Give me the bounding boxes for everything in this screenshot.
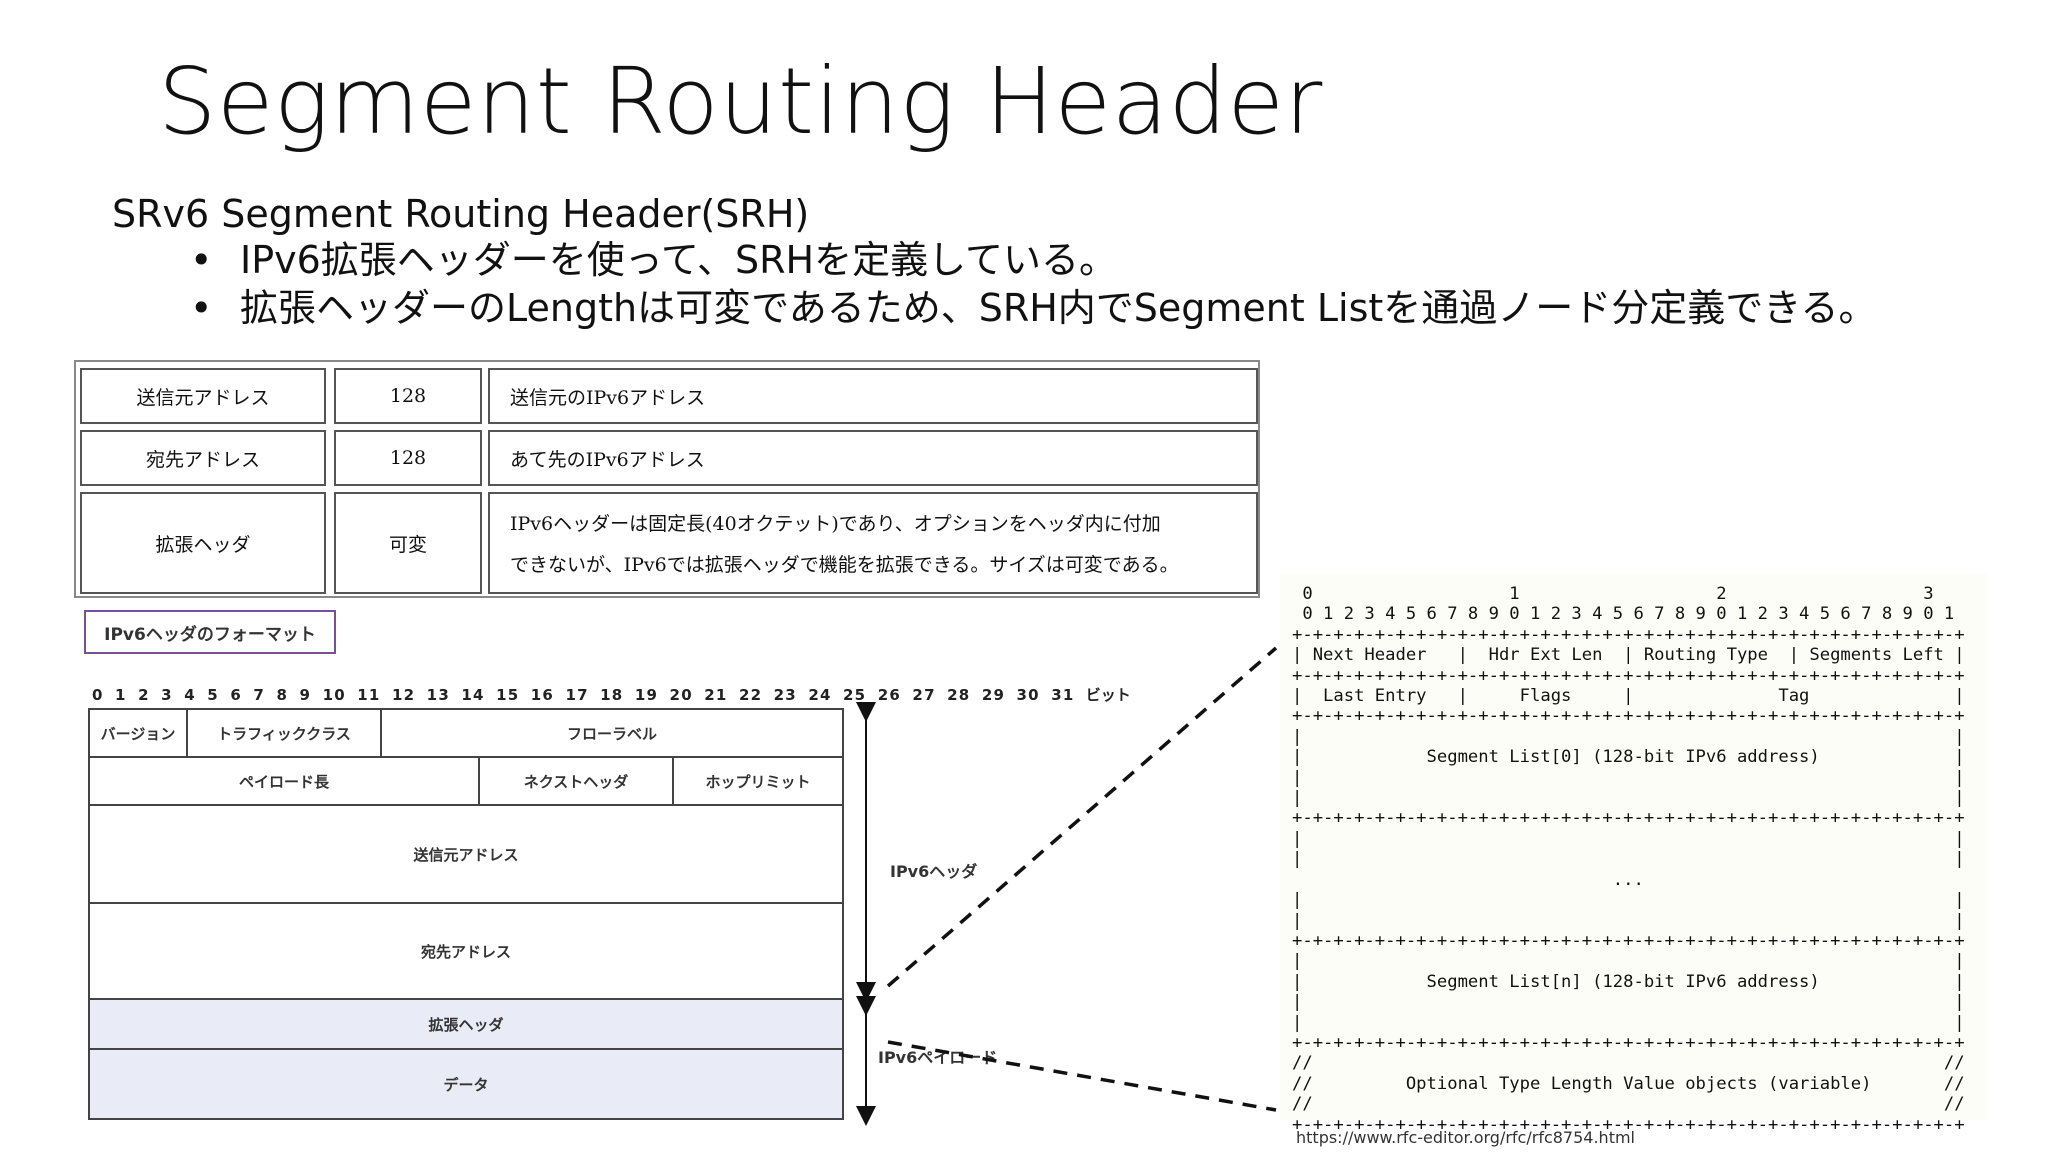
table-row: 送信元アドレス 128 送信元のIPv6アドレス — [76, 368, 1258, 424]
table-row: 拡張ヘッダ 可変 IPv6ヘッダーは固定長(40オクテット)であり、オプションを… — [76, 492, 1258, 594]
srh-format-diagram: 0 1 2 3 0 1 2 3 4 5 6 7 8 9 0 1 2 3 4 5 … — [1280, 574, 1988, 1135]
ipv6-format-label: IPv6ヘッダのフォーマット — [84, 610, 336, 654]
field-traffic-class: トラフィッククラス — [186, 708, 382, 758]
field-hop-limit: ホップリミット — [672, 756, 844, 806]
ipv6-header-label: IPv6ヘッダ — [890, 862, 978, 881]
table-cell-desc: あて先のIPv6アドレス — [488, 430, 1258, 486]
field-version: バージョン — [88, 708, 188, 758]
field-source-address: 送信元アドレス — [88, 804, 844, 904]
field-next-header: ネクストヘッダ — [478, 756, 674, 806]
table-cell-name: 拡張ヘッダ — [80, 492, 326, 594]
bullet-item: IPv6拡張ヘッダーを使って、SRHを定義している。 — [190, 236, 1877, 284]
table-cell-desc: IPv6ヘッダーは固定長(40オクテット)であり、オプションをヘッダ内に付加 で… — [488, 492, 1258, 594]
bullet-list: IPv6拡張ヘッダーを使って、SRHを定義している。 拡張ヘッダーのLength… — [190, 236, 1877, 332]
table-row: 宛先アドレス 128 あて先のIPv6アドレス — [76, 430, 1258, 486]
table-cell-name: 宛先アドレス — [80, 430, 326, 486]
bit-numbers: 0 1 2 3 4 5 6 7 8 9 10 11 12 13 14 15 16… — [92, 686, 1075, 704]
table-cell-name: 送信元アドレス — [80, 368, 326, 424]
srh-ascii-art: 0 1 2 3 0 1 2 3 4 5 6 7 8 9 0 1 2 3 4 5 … — [1292, 584, 1965, 1135]
table-cell-bits: 128 — [334, 430, 482, 486]
table-cell-desc: 送信元のIPv6アドレス — [488, 368, 1258, 424]
ipv6-payload-label: IPv6ペイロード — [878, 1048, 998, 1067]
field-payload-length: ペイロード長 — [88, 756, 480, 806]
table-cell-bits: 128 — [334, 368, 482, 424]
desc-line: できないが、IPv6では拡張ヘッダで機能を拡張できる。サイズは可変である。 — [510, 554, 1179, 576]
desc-line: IPv6ヘッダーは固定長(40オクテット)であり、オプションをヘッダ内に付加 — [510, 513, 1161, 535]
field-extension-header: 拡張ヘッダ — [88, 998, 844, 1050]
field-data: データ — [88, 1048, 844, 1120]
bit-index-row: 0 1 2 3 4 5 6 7 8 9 10 11 12 13 14 15 16… — [92, 684, 1131, 705]
bullet-item: 拡張ヘッダーのLengthは可変であるため、SRH内でSegment Listを… — [190, 284, 1877, 332]
source-url: https://www.rfc-editor.org/rfc/rfc8754.h… — [1296, 1128, 1635, 1147]
slide-title: Segment Routing Header — [158, 48, 1323, 155]
table-cell-bits: 可変 — [334, 492, 482, 594]
bit-unit: ビット — [1085, 686, 1131, 704]
field-destination-address: 宛先アドレス — [88, 902, 844, 1000]
slide-subtitle: SRv6 Segment Routing Header(SRH) — [112, 192, 810, 236]
field-table: 送信元アドレス 128 送信元のIPv6アドレス 宛先アドレス 128 あて先の… — [74, 360, 1260, 598]
field-flow-label: フローラベル — [380, 708, 844, 758]
